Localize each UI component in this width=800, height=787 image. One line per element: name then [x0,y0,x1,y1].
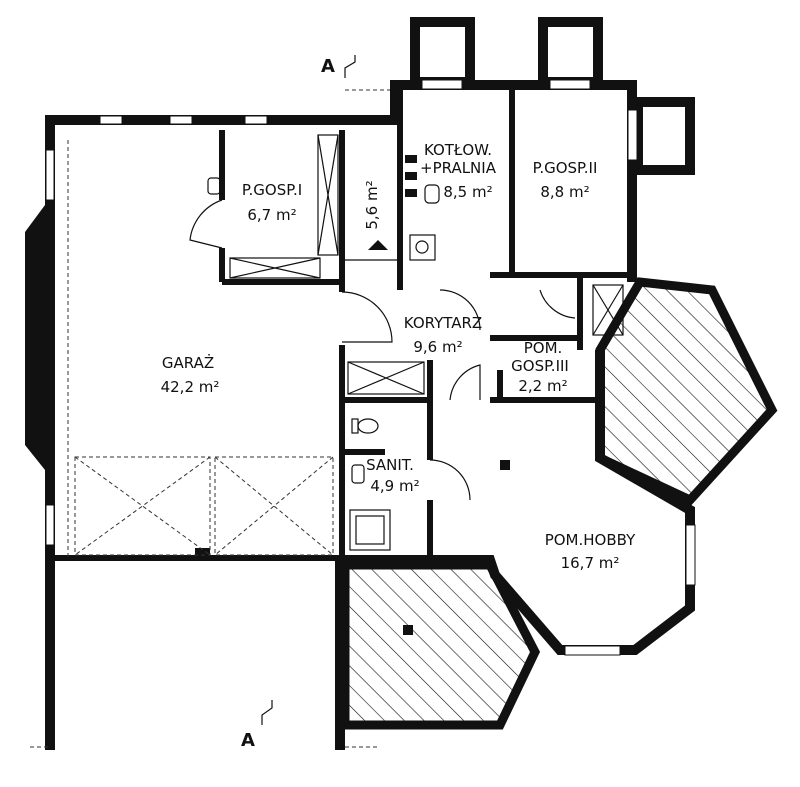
column [500,460,510,470]
room-kotlownia: KOTŁOW. +PRALNIA 8,5 m² [420,141,497,201]
room-name: GARAŻ [162,353,214,372]
garage-side-bump [25,205,45,470]
bay-window-2 [538,17,603,87]
room-sanit: SANIT. 4,9 m² [366,456,420,495]
room-area: 42,2 m² [161,378,220,396]
room-area: 6,7 m² [247,206,296,224]
room-name: POM. [524,339,563,357]
room-name: P.GOSP.II [533,159,598,177]
room-area: 8,5 m² [443,183,492,201]
section-mark-top: A [321,55,390,91]
room-korytarz: KORYTARZ 9,6 m² [404,314,482,356]
windows [45,79,696,656]
room-pgosp3: POM. GOSP.III 2,2 m² [511,339,569,395]
bay-window-1 [410,17,475,87]
doors [189,199,576,501]
room-pgosp1: P.GOSP.I 6,7 m² [242,181,302,224]
bay-window-3 [633,97,695,175]
room-name: POM.HOBBY [545,531,636,549]
interior-walls [219,85,632,560]
room-garaz: GARAŻ 42,2 m² [161,353,220,396]
room-hobby: POM.HOBBY 16,7 m² [545,531,636,572]
storage-units [229,134,624,551]
section-label: A [321,56,335,77]
room-stairs: 5,6 m² [363,180,381,229]
room-area: 5,6 m² [363,180,381,229]
room-area: 16,7 m² [561,554,620,572]
room-area: 2,2 m² [518,377,567,395]
room-area: 4,9 m² [370,477,419,495]
garage-doors [67,140,334,560]
room-name: SANIT. [366,456,414,474]
room-area: 9,6 m² [413,338,462,356]
column [403,625,413,635]
room-pgosp2: P.GOSP.II 8,8 m² [533,159,598,201]
room-area: 8,8 m² [540,183,589,201]
room-name: +PRALNIA [420,159,497,177]
room-name: KORYTARZ [404,314,482,332]
stairs [342,155,417,261]
fixtures [207,177,440,484]
room-name: P.GOSP.I [242,181,302,199]
section-mark-bottom: A [30,700,380,751]
room-name: KOTŁOW. [424,141,492,159]
room-name: GOSP.III [511,357,569,375]
section-label: A [241,730,255,751]
